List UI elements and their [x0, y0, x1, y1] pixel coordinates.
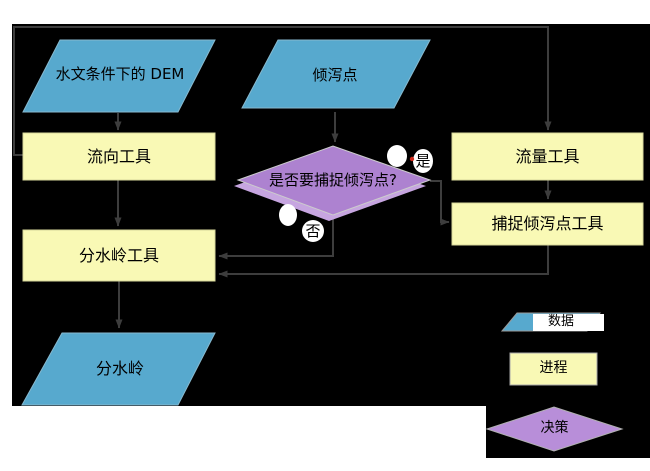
connector-decision-yes-to-snap-tool: [430, 180, 450, 226]
callout-circle-no: [279, 204, 297, 226]
node-watershed-shape: [21, 332, 216, 406]
branch-yes-label: 是: [415, 151, 431, 170]
node-flow-direction-label: 流向工具: [86, 146, 151, 166]
node-decision-shape: [236, 145, 432, 216]
node-dem-shape: [22, 39, 216, 113]
node-pour-points-label: 倾泻点: [312, 65, 358, 84]
callout-circle-yes: [387, 145, 407, 167]
legend-data-label-backing: [533, 314, 604, 331]
branch-no-label: 否: [305, 221, 321, 240]
node-pour-points-shape: [241, 39, 431, 109]
node-watershed-label: 分水岭: [95, 359, 144, 379]
legend-decision-label: 决策: [540, 420, 569, 437]
connector-flow-direction-to-flow-accumulation: [13, 26, 552, 156]
connector-snap-tool-to-watershed-tool: [218, 245, 549, 278]
node-watershed-tool-label: 分水岭工具: [78, 245, 159, 265]
node-watershed-tool-shape: [22, 229, 216, 282]
node-flow-direction-shape: [22, 132, 216, 181]
node-flow-accumulation-shape: [451, 132, 644, 181]
legend-data-label: 数据: [547, 313, 574, 329]
connector-decision-no-to-watershed-tool: [218, 216, 334, 260]
legend-decision-shape: [485, 406, 624, 452]
node-dem-label: 水文条件下的 DEM: [55, 64, 185, 83]
legend-process-shape: [509, 352, 598, 386]
red-dot: [409, 156, 415, 162]
node-decision-label: 是否要捕捉倾泻点?: [269, 171, 397, 190]
no-label-backing: [302, 220, 324, 242]
node-snap-pour-point-label: 捕捉倾泻点工具: [491, 214, 604, 234]
yes-label-backing: [413, 149, 433, 173]
node-snap-pour-point-shape: [451, 202, 644, 246]
node-flow-accumulation-label: 流量工具: [515, 146, 580, 166]
legend-process-label: 进程: [539, 360, 568, 377]
